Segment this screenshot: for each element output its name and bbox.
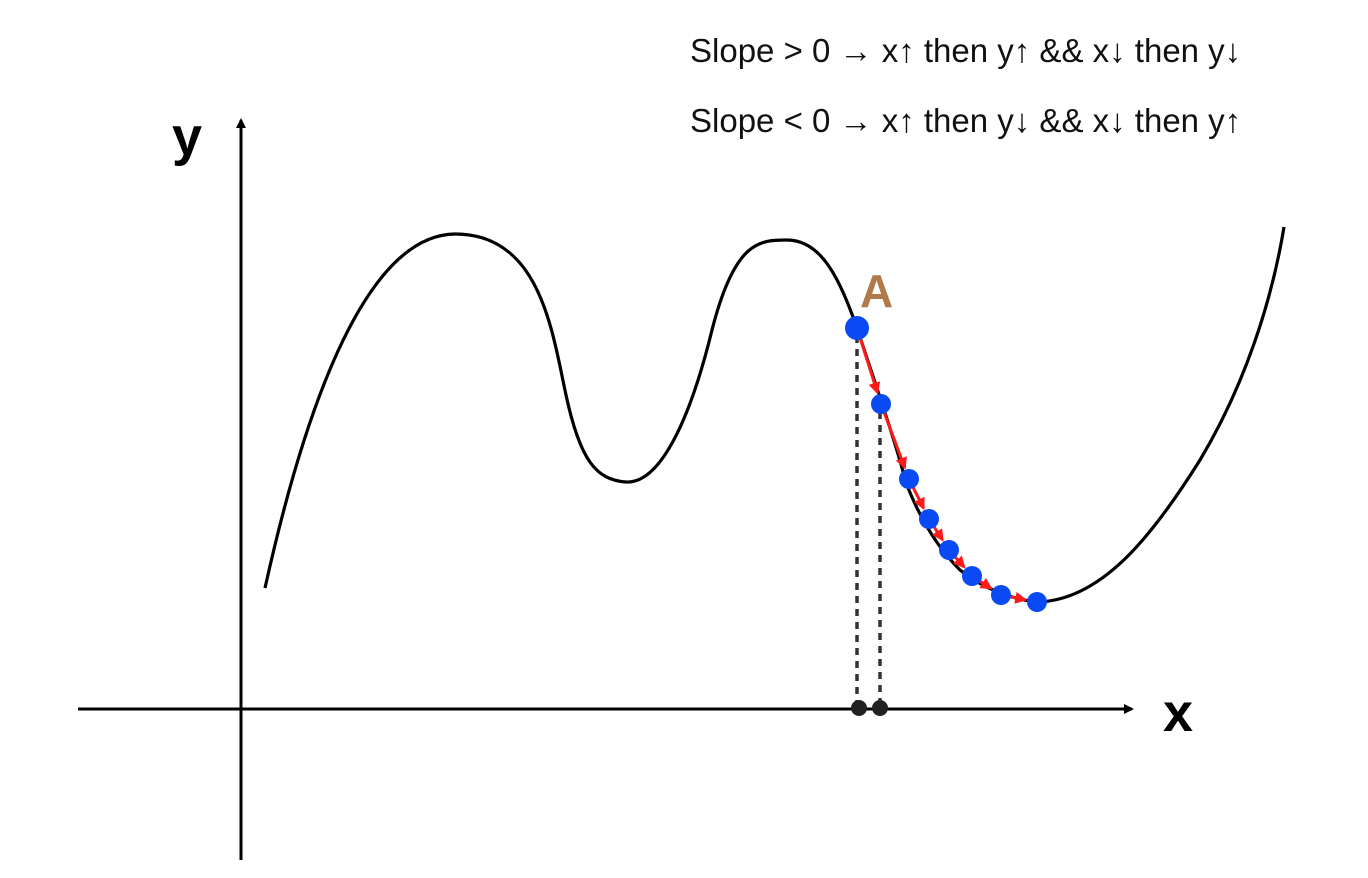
start-point-label: A [860, 265, 894, 317]
descent-point [991, 585, 1011, 605]
slope-positive-rule: Slope > 0 → x↑ then y↑ && x↓ then y↓ [690, 32, 1242, 69]
y-axis-label: y [172, 107, 203, 167]
descent-step-arrow [911, 485, 925, 511]
descent-step-arrow [857, 335, 881, 395]
function-curve [263, 226, 1286, 604]
descent-step-arrows [857, 335, 1028, 604]
start-point-a [845, 316, 869, 340]
descent-step-arrow [1008, 591, 1028, 604]
descent-points [845, 316, 1047, 612]
slope-negative-rule: Slope < 0 → x↑ then y↓ && x↓ then y↑ [690, 102, 1242, 139]
descent-step-arrow [882, 410, 907, 470]
descent-step-arrow [952, 554, 966, 569]
descent-point [899, 469, 919, 489]
descent-point [962, 566, 982, 586]
x-axis-marker-start [851, 700, 867, 716]
descent-point [919, 509, 939, 529]
descent-point [939, 540, 959, 560]
x-axis-marker-step-1 [872, 700, 888, 716]
descent-point [1027, 592, 1047, 612]
descent-step-arrow [932, 524, 944, 542]
x-axis-label: x [1163, 683, 1194, 743]
descent-point [871, 394, 891, 414]
descent-step-arrow [977, 577, 993, 590]
